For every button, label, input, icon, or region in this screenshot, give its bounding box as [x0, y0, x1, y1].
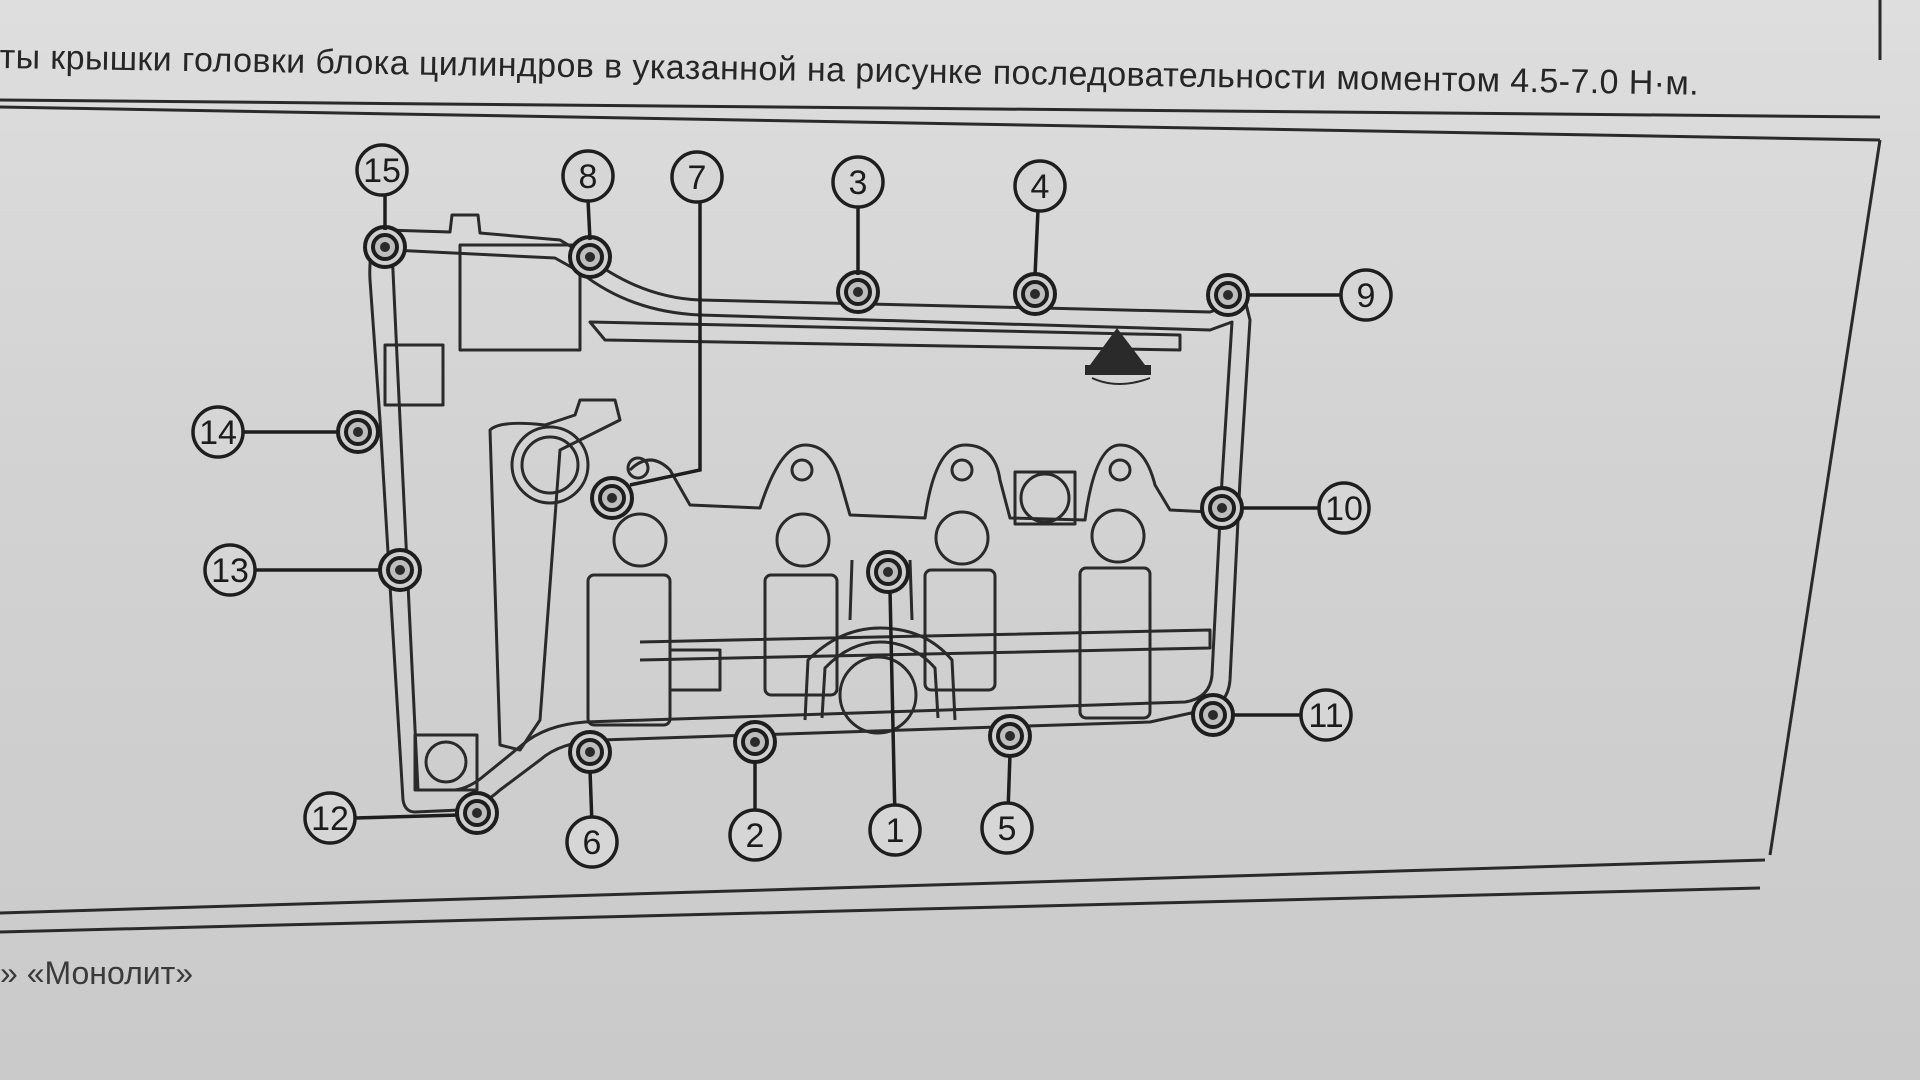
center-cap: [838, 655, 918, 735]
callout-10: 10: [1317, 481, 1371, 535]
callout-6: 6: [565, 815, 619, 869]
cam-boss-3: [1108, 458, 1132, 482]
bottom-left-pad-hole: [424, 740, 468, 784]
callout-number: 10: [1325, 490, 1363, 528]
breather-box: [458, 243, 582, 352]
bolt-3: [836, 270, 880, 314]
left-pad: [383, 343, 445, 407]
callout-number: 2: [746, 817, 765, 855]
center-arch: [803, 626, 957, 721]
callout-2: 2: [728, 808, 782, 862]
filler-cap-inner: [520, 435, 580, 495]
bolt-2: [733, 720, 777, 764]
coil-pad-4: [1078, 566, 1152, 720]
leaders-layer: [243, 195, 1342, 826]
bolt-13: [378, 548, 422, 592]
callout-3: 3: [831, 155, 885, 209]
filler-cap-outer: [510, 425, 590, 505]
filler-housing: [488, 398, 622, 752]
bolt-1: [866, 550, 910, 594]
callout-4: 4: [1013, 159, 1067, 213]
figure-right-border: [1768, 139, 1882, 856]
footer-text: » «Монолит»: [0, 955, 194, 991]
leader-line-8: [586, 199, 592, 241]
callout-14: 14: [191, 405, 245, 459]
callout-11: 11: [1299, 688, 1353, 742]
bolt-9: [1206, 273, 1250, 317]
callout-1: 1: [868, 803, 922, 857]
bolt-8: [568, 235, 612, 279]
leader-line-12: [354, 813, 460, 820]
bolt-6: [568, 730, 612, 774]
callout-number: 12: [311, 800, 349, 838]
caption-underline: [0, 98, 1881, 119]
plug-well-1: [612, 512, 668, 568]
figure-bottom-border: [0, 858, 1766, 915]
bolts-layer: [336, 225, 1250, 835]
callout-number: 6: [583, 824, 602, 862]
callout-12: 12: [303, 791, 357, 845]
plug-well-3: [934, 510, 990, 566]
callout-number: 13: [211, 552, 249, 590]
bolt-11: [1191, 693, 1235, 737]
frame-lines: [0, 0, 1882, 934]
coil-pad-2: [763, 573, 839, 697]
callout-9: 9: [1339, 268, 1393, 322]
bolt-5: [988, 714, 1032, 758]
bolt-15: [363, 225, 407, 269]
callout-15: 15: [355, 143, 409, 197]
cam-boss-2: [950, 458, 974, 482]
leader-line-1: [888, 589, 897, 821]
plug-well-2: [775, 512, 831, 568]
leader-line-4: [1033, 209, 1040, 277]
plug-well-4: [1090, 508, 1146, 564]
callout-8: 8: [561, 149, 615, 203]
callout-13: 13: [203, 543, 257, 597]
lower-rib: [639, 628, 1212, 662]
sensor-boss: [626, 456, 650, 480]
callout-number: 15: [363, 152, 401, 190]
bottom-left-pad: [413, 733, 479, 792]
cam-sensor-box: [1013, 470, 1077, 526]
coil-pad-1: [586, 573, 672, 727]
coil-pad-3: [923, 568, 997, 692]
top-rib: [588, 320, 1182, 352]
bolt-4: [1013, 272, 1057, 316]
cam-hump-line: [628, 443, 1211, 522]
page-rule: [0, 886, 1761, 934]
center-guides: [848, 559, 914, 621]
coil-pad-tab: [670, 648, 722, 692]
bolt-12: [455, 791, 499, 835]
callout-number: 9: [1357, 277, 1376, 315]
callout-number: 1: [886, 812, 905, 850]
callout-7: 7: [670, 150, 724, 204]
callout-number: 5: [998, 810, 1017, 848]
callout-number: 11: [1308, 697, 1343, 735]
callout-number: 8: [579, 158, 598, 196]
bolt-14: [336, 410, 380, 454]
leader-line-7: [629, 200, 702, 487]
bolt-10: [1200, 486, 1244, 530]
cam-boss-1: [790, 458, 814, 482]
callout-number: 4: [1031, 168, 1050, 206]
cover-outline: [368, 213, 1252, 814]
figure-top-border: [0, 105, 1881, 142]
cover-inner-contour: [390, 248, 1234, 792]
monolit-logo: [1085, 328, 1151, 385]
callout-number: 7: [688, 159, 707, 197]
center-arch-inner: [820, 640, 940, 719]
callout-5: 5: [980, 801, 1034, 855]
callout-number: 3: [849, 164, 868, 202]
cam-sensor-hole: [1019, 472, 1071, 524]
bolt-7: [590, 476, 634, 520]
callout-number: 14: [199, 414, 237, 452]
